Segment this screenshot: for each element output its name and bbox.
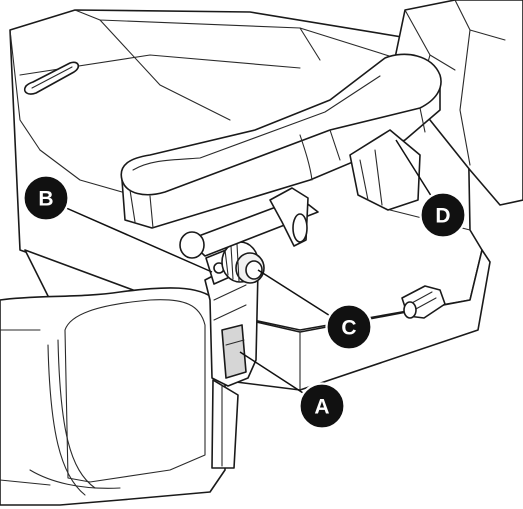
callout-c-label: C — [341, 317, 356, 340]
armrest-bracket — [204, 241, 265, 469]
side-release-knob — [401, 285, 446, 319]
callout-a-label: A — [314, 396, 329, 419]
seat-slot — [23, 61, 80, 95]
callout-a: A — [298, 382, 346, 430]
callout-b-label: B — [38, 188, 53, 211]
callout-b: B — [22, 174, 70, 222]
lever-a — [221, 324, 247, 379]
adjustment-knob-c — [221, 241, 265, 284]
leader-b — [47, 199, 213, 273]
callout-c: C — [325, 303, 373, 351]
callout-d-label: D — [435, 205, 450, 228]
callout-d: D — [419, 191, 467, 239]
armrest-pivot-rod — [179, 187, 319, 259]
seat-side-panel — [0, 287, 226, 506]
